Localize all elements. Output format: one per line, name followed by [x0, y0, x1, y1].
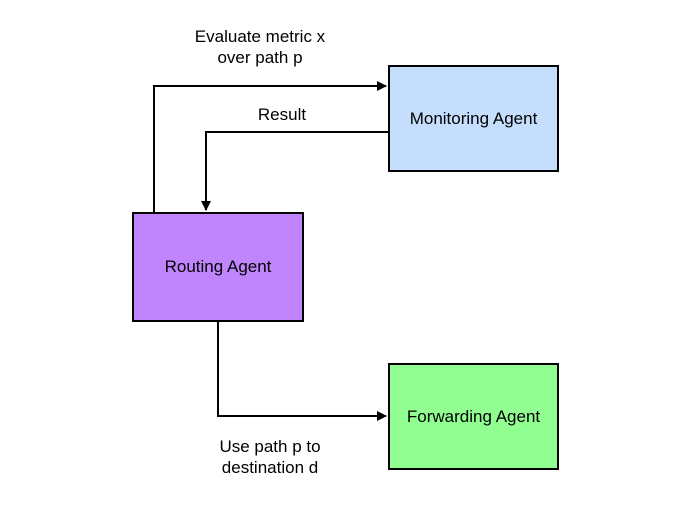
- routing-agent-node: Routing Agent: [132, 212, 304, 322]
- evaluate-edge-label: Evaluate metric x over path p: [160, 26, 360, 68]
- use-path-edge: [217, 321, 387, 421]
- result-label: Result: [257, 105, 307, 124]
- evaluate-label-line2: over path p: [217, 48, 303, 67]
- monitoring-agent-label: Monitoring Agent: [409, 108, 538, 128]
- use-path-label-line1: Use path p to: [219, 437, 321, 456]
- monitoring-agent-node: Monitoring Agent: [388, 65, 559, 172]
- evaluate-label-line1: Evaluate metric x: [194, 27, 326, 46]
- routing-agent-label: Routing Agent: [164, 257, 272, 276]
- result-edge: [201, 131, 389, 211]
- forwarding-agent-node: Forwarding Agent: [388, 363, 559, 470]
- use-path-edge-label: Use path p to destination d: [190, 436, 350, 478]
- use-path-label-line2: destination d: [221, 458, 319, 477]
- result-edge-label: Result: [232, 104, 332, 125]
- evaluate-edge: [153, 81, 387, 212]
- forwarding-agent-label: Forwarding Agent: [406, 406, 541, 426]
